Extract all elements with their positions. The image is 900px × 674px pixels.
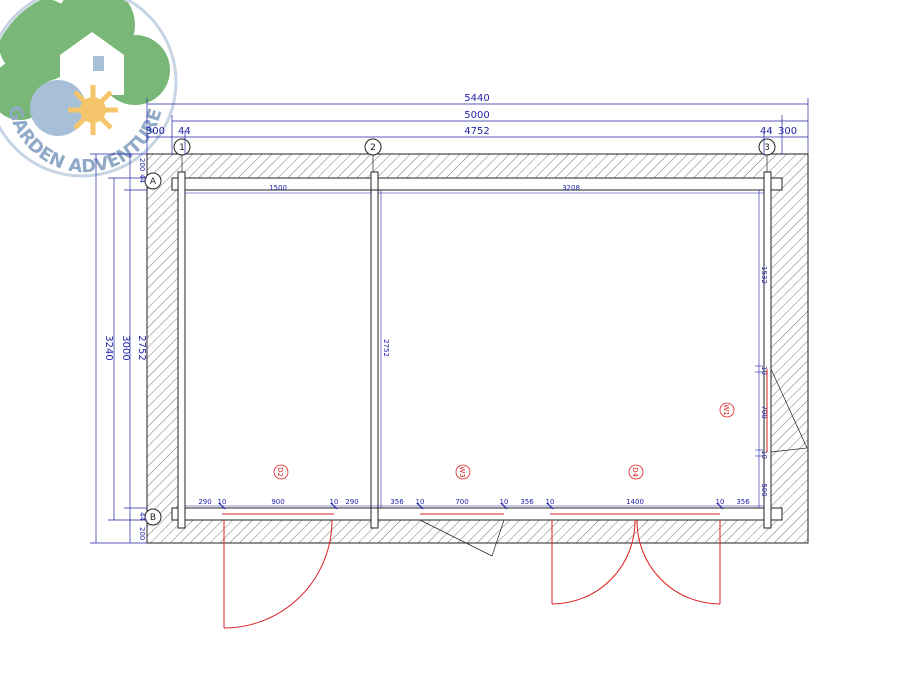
- right-wall-dimensions: [755, 190, 763, 508]
- dim-top-left-overhang: 300: [146, 126, 165, 137]
- dim-left-total: 3240: [103, 335, 114, 360]
- top-dimensions: [146, 98, 809, 154]
- dim-left-bottom-overhang: 200: [138, 527, 146, 540]
- grid-col-2: 2: [370, 143, 376, 153]
- dim-top-right-wall: 44: [760, 126, 773, 137]
- label-w3: W3: [458, 466, 466, 477]
- dim-left-top-wall: 44: [138, 174, 146, 183]
- building-walls: [146, 153, 809, 544]
- dim-bottom-item: 356: [390, 498, 404, 506]
- dim-top-internal: 4752: [464, 126, 489, 137]
- dim-left-top-overhang: 200: [138, 158, 146, 171]
- window-w1: [766, 368, 808, 453]
- dim-top-right-overhang: 300: [778, 126, 797, 137]
- dim-bottom-item: 356: [736, 498, 750, 506]
- dim-bottom-item: 10: [500, 498, 509, 506]
- opening-labels: [273, 402, 735, 480]
- dim-bottom-item: 700: [455, 498, 468, 506]
- dim-bottom-item: 10: [716, 498, 725, 506]
- grid-row-a: A: [150, 177, 157, 187]
- dim-left-internal: 2752: [136, 335, 147, 360]
- grid-col-3: 3: [764, 143, 770, 153]
- dim-bottom-item: 290: [345, 498, 358, 506]
- left-dimensions: [90, 153, 147, 544]
- dim-partition-height: 2752: [382, 339, 390, 357]
- dim-right-seg-a: 1532: [760, 266, 768, 284]
- bottom-dim-ticks: [218, 502, 724, 510]
- grid-row-b: B: [150, 513, 156, 523]
- dim-bottom-item: 10: [330, 498, 339, 506]
- grid-col-1: 1: [179, 143, 185, 153]
- dim-top-base: 5000: [464, 110, 489, 121]
- grid-markers: 1 2 3 A B: [144, 138, 776, 526]
- dim-top-total: 5440: [464, 93, 489, 104]
- door-d2: [222, 513, 334, 629]
- dim-bottom-item: 10: [416, 498, 425, 506]
- dim-top-left-wall: 44: [178, 126, 191, 137]
- label-d4: D4: [631, 467, 639, 477]
- dim-bottom-item: 1400: [626, 498, 644, 506]
- dim-bottom-item: 10: [218, 498, 227, 506]
- dim-right-seg-b: 500: [760, 483, 768, 496]
- sun-icon: [68, 85, 118, 135]
- dim-bottom-item: 900: [271, 498, 284, 506]
- room-dimensions: [185, 190, 764, 508]
- dim-bottom-item: 290: [198, 498, 211, 506]
- dim-room-left-width: 1500: [269, 184, 287, 192]
- door-d4: [550, 513, 721, 605]
- dim-bottom-item: 10: [546, 498, 555, 506]
- dim-right-gap-b: 10: [760, 450, 768, 459]
- dim-left-base: 3000: [120, 335, 131, 360]
- label-w1: W1: [722, 404, 730, 415]
- bottom-dimensions: 290 10 900 10 290 356 10 700 10 356 10 1…: [198, 498, 750, 506]
- garden-adventure-logo: GARDEN ADVENTURE: [0, 0, 178, 178]
- dim-right-gap-a: 10: [760, 366, 768, 375]
- window-w3: [419, 513, 505, 557]
- dim-right-window: 700: [760, 405, 768, 418]
- label-d2: D2: [276, 467, 284, 477]
- dim-bottom-item: 356: [520, 498, 534, 506]
- dim-left-bottom-wall: 44: [138, 512, 146, 521]
- dim-room-right-width: 3208: [562, 184, 580, 192]
